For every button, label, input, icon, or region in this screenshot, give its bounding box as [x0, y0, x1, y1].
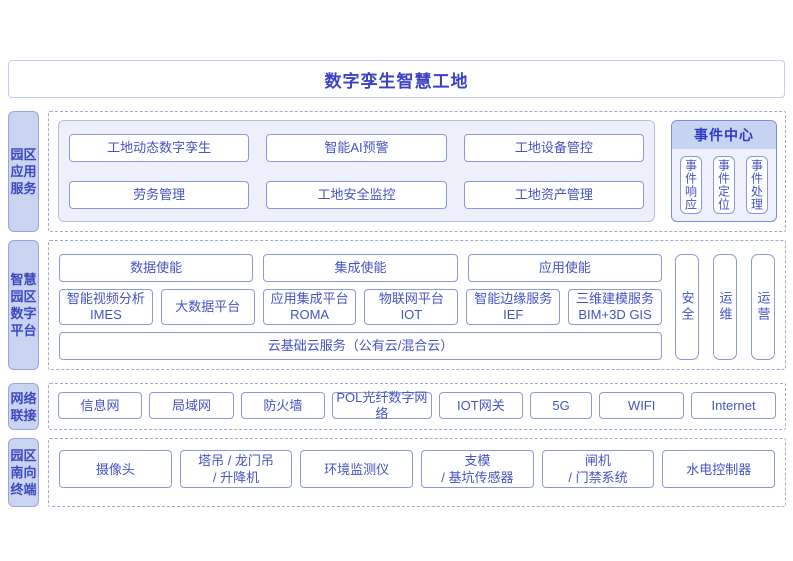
platform-service-box: 智能边缘服务 IEF: [466, 289, 561, 325]
app-service-box: 工地资产管理: [463, 180, 644, 209]
terminal-layer-row: 园区 南向 终端 摄像头 塔吊 / 龙门吊 / 升降机 环境监测仪 支模 / 基…: [8, 438, 786, 507]
app-service-box: 工地安全监控: [266, 180, 447, 209]
event-item: 事件定位: [713, 156, 735, 214]
app-layer-row: 园区 应用 服务 工地动态数字孪生 智能AI预警 工地设备管控 劳务管理 工地安…: [8, 111, 786, 232]
enable-box: 数据使能: [59, 254, 254, 282]
app-layer-container: 工地动态数字孪生 智能AI预警 工地设备管控 劳务管理 工地安全监控 工地资产管…: [48, 111, 786, 232]
terminal-box: 塔吊 / 龙门吊 / 升降机: [179, 450, 293, 488]
platform-layer-container: 数据使能 集成使能 应用使能 智能视频分析 IMES 大数据平台 应用集成平台 …: [48, 240, 786, 370]
network-layer-label: 网络 联接: [8, 383, 39, 430]
app-service-box: 工地动态数字孪生: [69, 133, 250, 162]
platform-side-pills: 安全 运维 运营: [675, 254, 775, 360]
network-box: IOT网关: [438, 392, 523, 419]
app-layer-label: 园区 应用 服务: [8, 111, 39, 232]
diagram-title: 数字孪生智慧工地: [324, 71, 469, 91]
platform-service-box: 应用集成平台 ROMA: [262, 289, 357, 325]
platform-main-area: 数据使能 集成使能 应用使能 智能视频分析 IMES 大数据平台 应用集成平台 …: [59, 254, 662, 360]
platform-service-box: 大数据平台: [160, 289, 255, 325]
side-pill: 运维: [713, 254, 737, 360]
network-box: 局域网: [148, 392, 234, 419]
network-box: Internet: [691, 392, 777, 419]
network-box: WIFI: [599, 392, 685, 419]
terminal-box: 支模 / 基坑传感器: [421, 450, 534, 488]
terminal-box: 闸机 / 门禁系统: [541, 450, 655, 488]
network-box: POL光纤数字网络: [331, 390, 432, 421]
app-services-panel: 工地动态数字孪生 智能AI预警 工地设备管控 劳务管理 工地安全监控 工地资产管…: [58, 120, 655, 222]
network-box: 信息网: [58, 392, 142, 419]
event-center-title: 事件中心: [672, 121, 776, 149]
network-box: 5G: [529, 392, 593, 419]
network-layer-container: 信息网 局域网 防火墙 POL光纤数字网络 IOT网关 5G WIFI Inte…: [48, 383, 786, 430]
cloud-service-box: 云基础云服务（公有云/混合云）: [59, 332, 662, 360]
terminal-box: 水电控制器: [662, 450, 776, 488]
app-service-box: 劳务管理: [69, 180, 250, 209]
app-service-box: 智能AI预警: [266, 133, 447, 162]
network-layer-row: 网络 联接 信息网 局域网 防火墙 POL光纤数字网络 IOT网关 5G WIF…: [8, 383, 786, 430]
platform-layer-row: 智慧 园区 数字 平台 数据使能 集成使能 应用使能 智能视频分析 IMES 大…: [8, 240, 786, 370]
terminal-box: 摄像头: [59, 450, 172, 488]
side-pill: 安全: [675, 254, 699, 360]
terminal-box: 环境监测仪: [300, 450, 414, 488]
diagram-title-box: 数字孪生智慧工地: [8, 60, 785, 98]
network-box: 防火墙: [240, 392, 325, 419]
platform-layer-label: 智慧 园区 数字 平台: [8, 240, 39, 370]
app-service-box: 工地设备管控: [463, 133, 644, 162]
platform-service-box: 智能视频分析 IMES: [59, 289, 153, 325]
terminal-layer-label: 园区 南向 终端: [8, 438, 39, 507]
platform-services-row: 智能视频分析 IMES 大数据平台 应用集成平台 ROMA 物联网平台 IOT …: [59, 289, 662, 325]
side-pill: 运营: [751, 254, 775, 360]
event-item: 事件响应: [680, 156, 702, 214]
event-center-body: 事件响应 事件定位 事件处理: [672, 149, 776, 221]
terminal-layer-container: 摄像头 塔吊 / 龙门吊 / 升降机 环境监测仪 支模 / 基坑传感器 闸机 /…: [48, 438, 786, 507]
enable-boxes-row: 数据使能 集成使能 应用使能: [59, 254, 662, 282]
platform-service-box: 物联网平台 IOT: [364, 289, 459, 325]
platform-service-box: 三维建模服务 BIM+3D GIS: [568, 289, 662, 325]
event-item: 事件处理: [746, 156, 768, 214]
enable-box: 应用使能: [467, 254, 662, 282]
event-center-panel: 事件中心 事件响应 事件定位 事件处理: [671, 120, 777, 222]
enable-box: 集成使能: [263, 254, 458, 282]
